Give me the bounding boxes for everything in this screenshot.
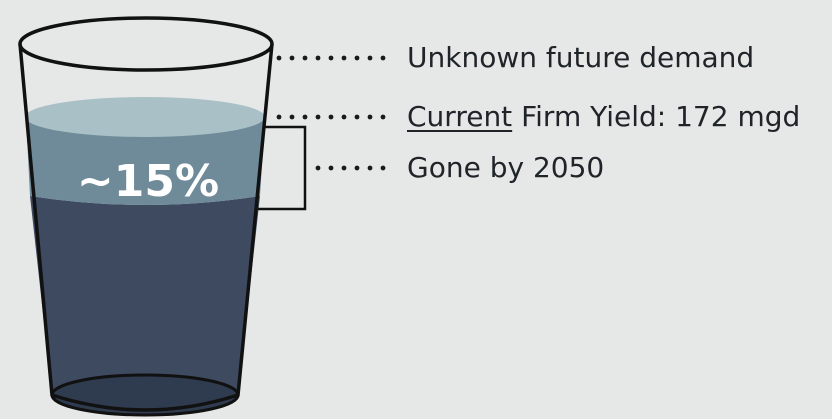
callout-underlined-word: Current bbox=[407, 100, 513, 133]
lost-share-label: ~15% bbox=[77, 156, 219, 207]
callout-current-firm-yield: Current Firm Yield: 172 mgd bbox=[407, 103, 800, 131]
water-surface bbox=[25, 97, 265, 137]
leader-dots-gone bbox=[315, 165, 386, 171]
remaining-water bbox=[30, 196, 260, 410]
callout-text: Gone by 2050 bbox=[407, 151, 605, 184]
glass-rim bbox=[18, 16, 274, 72]
callout-text: Firm Yield: 172 mgd bbox=[512, 100, 801, 133]
callout-text: Unknown future demand bbox=[407, 41, 755, 74]
leader-dots-firm-yield bbox=[276, 114, 386, 120]
glass-outline bbox=[18, 43, 274, 412]
callout-gone-by-2050: Gone by 2050 bbox=[407, 154, 604, 182]
bracket bbox=[258, 125, 307, 211]
leader-dots-demand bbox=[276, 55, 386, 61]
callout-unknown-demand: Unknown future demand bbox=[407, 44, 754, 72]
lost-water-band bbox=[26, 118, 265, 205]
